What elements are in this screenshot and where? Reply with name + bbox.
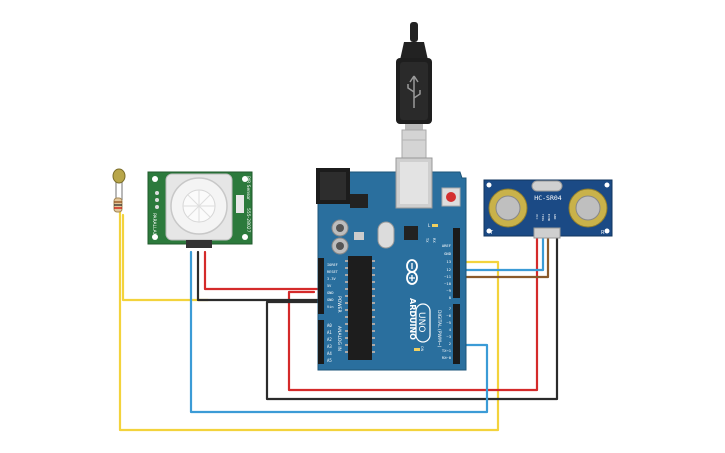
pir-label: PARALLAX (151, 213, 157, 236)
digital-label: DIGITAL (PWM~) (436, 310, 442, 348)
analog-label: ANALOG IN (336, 326, 342, 351)
led-rx-label: RX (432, 238, 436, 243)
pin-label: A2 (327, 337, 332, 342)
led-tx-label: TX (425, 237, 429, 243)
pin-label: ~3 (446, 334, 451, 339)
sonar-t-label: T (489, 230, 494, 236)
pin-label: 8 (449, 295, 452, 300)
pin-label: TX→1 (442, 348, 452, 353)
pin-label: TRIG (541, 214, 545, 221)
power-header (318, 258, 324, 314)
usb-chip (404, 226, 418, 240)
pir-label: 555-28027 (245, 208, 251, 233)
analog-header (318, 320, 324, 364)
on-label: ON (420, 346, 424, 352)
pin-label: ~10 (444, 281, 452, 286)
pir-sensor[interactable]: PIR Sensor 555-28027 PARALLAX (147, 171, 253, 248)
on-led-icon (414, 348, 420, 351)
sonar-r-label: R (601, 230, 605, 236)
pin-label: 7 (449, 306, 451, 311)
led-resistor[interactable] (112, 168, 126, 213)
ultrasonic-sensor[interactable]: HC-SR04 T R VCC TRIG ECHO GND (483, 179, 613, 239)
pin-label: A4 (327, 351, 332, 356)
crystal-icon (377, 221, 395, 249)
wire-yellow-pir[interactable] (121, 213, 210, 302)
usb-cable[interactable] (396, 22, 432, 159)
pin-label: ~9 (446, 288, 451, 293)
pin-label: A0 (327, 323, 332, 328)
mount-hole (152, 176, 158, 182)
wire-red-5v[interactable] (203, 250, 326, 291)
pin-label: ~11 (444, 274, 452, 279)
wire-blue-sonar[interactable] (448, 235, 545, 272)
usb-metal-shell (401, 129, 427, 159)
pin-label: A5 (327, 358, 332, 363)
pin-label: GND (553, 214, 557, 220)
pir-header (186, 240, 212, 248)
wires (118, 206, 559, 432)
wire-black-sonar[interactable] (265, 235, 559, 401)
atmega-chip (348, 256, 372, 360)
mount-hole (152, 234, 158, 240)
usb-icon (407, 75, 421, 108)
pin-label: GND (444, 251, 452, 256)
sonar-crystal (531, 180, 563, 192)
pin-label: ~6 (446, 313, 451, 318)
mount-hole (242, 234, 248, 240)
led-l-label: L (428, 223, 431, 228)
pin-label: RX←0 (442, 355, 452, 360)
pin-label: GND (327, 291, 334, 295)
mount-hole (242, 176, 248, 182)
analog-pin-labels: A0 A1 A2 A3 A4 A5 (327, 323, 332, 363)
pin-label: ECHO (547, 214, 551, 221)
pin-label: IOREF (327, 263, 338, 267)
pir-label: PIR Sensor (245, 176, 251, 200)
led-icon (112, 168, 126, 184)
arduino-brand: ARDUINO (408, 298, 417, 340)
arduino-model: UNO (416, 312, 426, 332)
sonar-header (533, 227, 561, 239)
reset-button-icon (446, 192, 456, 202)
digital-header-top (453, 228, 460, 298)
pin-label: 3.3V (327, 277, 336, 281)
pin-label: AREF (442, 243, 452, 248)
wire-brown-sonar[interactable] (448, 235, 550, 279)
pin-label: 5V (327, 284, 332, 288)
pin-label: RESET (327, 270, 339, 274)
wire-blue-pir[interactable] (189, 250, 489, 414)
sonar-model: HC-SR04 (534, 194, 561, 202)
pin-label: 13 (446, 259, 451, 264)
cable (410, 22, 418, 42)
led-l-icon (432, 224, 438, 227)
sonar-pin-labels: VCC TRIG ECHO GND (535, 214, 557, 221)
arduino-uno[interactable]: L TX RX ARDUINO UNO DIGITAL (PWM~) ON (316, 157, 467, 371)
pin-label: Vin (327, 305, 334, 309)
voltage-regulator (350, 194, 368, 208)
digital-header-bottom (453, 304, 460, 364)
pin-label: GND (327, 298, 334, 302)
arduino-logo-icon (406, 259, 418, 285)
pin-label: 4 (449, 327, 452, 332)
pin-label: ~5 (446, 320, 451, 325)
pin-label: A3 (327, 344, 332, 349)
pin-label: A1 (327, 330, 332, 335)
pin-label: VCC (535, 214, 539, 220)
wire-red-sonar[interactable] (287, 235, 539, 392)
pin-label: 12 (446, 267, 451, 272)
wire-yellow-led[interactable] (118, 206, 500, 432)
uno-badge (415, 303, 431, 343)
wire-black-gnd[interactable] (196, 250, 326, 302)
power-pin-labels: IOREF RESET 3.3V 5V GND GND Vin (327, 263, 339, 309)
pin-label: 2 (449, 341, 451, 346)
chip-pins (345, 260, 375, 353)
power-label: POWER (336, 296, 342, 313)
digital-pin-labels: AREF GND 13 12 ~11 ~10 ~9 8 7 ~6 ~5 4 ~3… (442, 243, 452, 360)
